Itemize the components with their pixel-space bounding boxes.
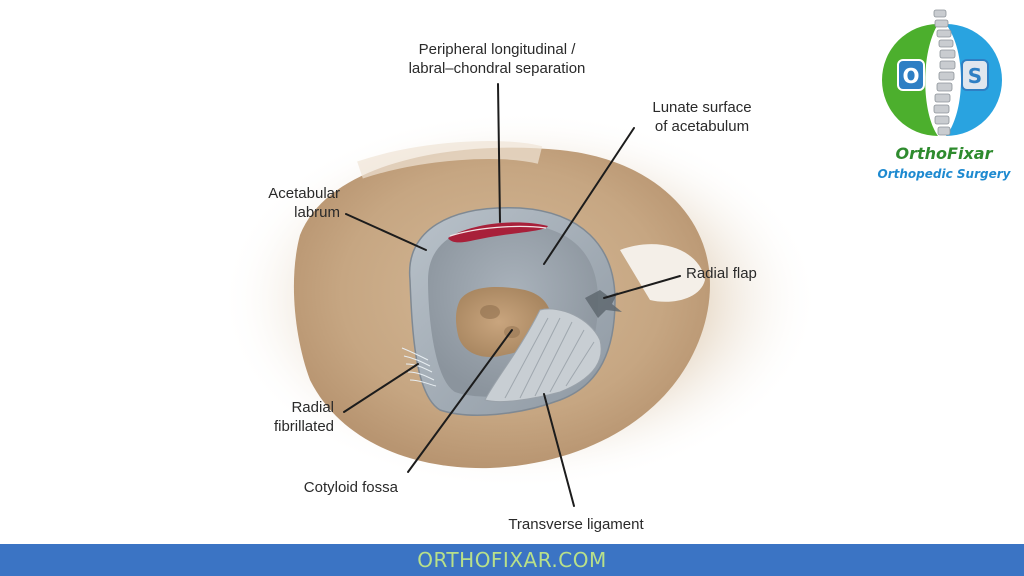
label-radial-flap: Radial flap (686, 264, 796, 283)
label-cotyloid-fossa: Cotyloid fossa (252, 478, 398, 497)
leader-cotyloid (407, 329, 513, 473)
logo-brand-subtitle: Orthopedic Surgery (877, 167, 1011, 181)
leader-transverse (543, 393, 575, 507)
label-peripheral-line2: labral–chondral separation (408, 60, 586, 77)
label-radial-fibrillated: Radial fibrillated (226, 398, 334, 436)
label-transverse-ligament: Transverse ligament (488, 515, 664, 534)
transverse-ligament (484, 308, 602, 403)
leader-lines (343, 83, 681, 507)
label-labrum-line2: labrum (294, 204, 340, 221)
footer-bar: ORTHOFIXAR.COM (0, 544, 1024, 576)
label-transverse-line1: Transverse ligament (508, 516, 644, 533)
logo-letter-o: O (902, 64, 919, 88)
leader-radial-fibrillated (343, 363, 419, 413)
acetabulum (401, 207, 622, 416)
label-peripheral-line1: Peripheral longitudinal / (418, 41, 576, 58)
logo-letter-s: S (968, 64, 982, 88)
radial-flap-tear (585, 290, 622, 318)
radial-fibrillation (401, 347, 437, 387)
leader-peripheral (497, 83, 501, 223)
label-lunate-line2: of acetabulum (654, 118, 750, 135)
logo-brand-name: OrthoFixar (895, 144, 993, 163)
label-fibrillated-line1: Radial (291, 399, 334, 416)
spine-emblem-icon: O S (882, 9, 1002, 136)
footer-site-link[interactable]: ORTHOFIXAR.COM (417, 548, 607, 572)
label-radial-flap-line1: Radial flap (686, 265, 757, 282)
labral-chondral-separation (448, 222, 548, 243)
label-labrum-line1: Acetabular (268, 185, 340, 202)
label-acetabular-labrum: Acetabular labrum (232, 184, 340, 222)
leader-lunate (543, 127, 635, 265)
leader-radial-flap (603, 275, 681, 299)
label-cotyloid-line1: Cotyloid fossa (303, 479, 398, 496)
leader-labrum (345, 213, 427, 251)
acetabulum-diagram (220, 83, 820, 507)
orthofixar-logo: O S OrthoFixar Orthopedic Surgery (872, 4, 1016, 188)
label-lunate-line1: Lunate surface (652, 99, 752, 116)
label-fibrillated-line2: fibrillated (273, 418, 334, 435)
label-lunate-surface: Lunate surface of acetabulum (632, 98, 772, 136)
label-peripheral-separation: Peripheral longitudinal / labral–chondra… (372, 40, 622, 78)
